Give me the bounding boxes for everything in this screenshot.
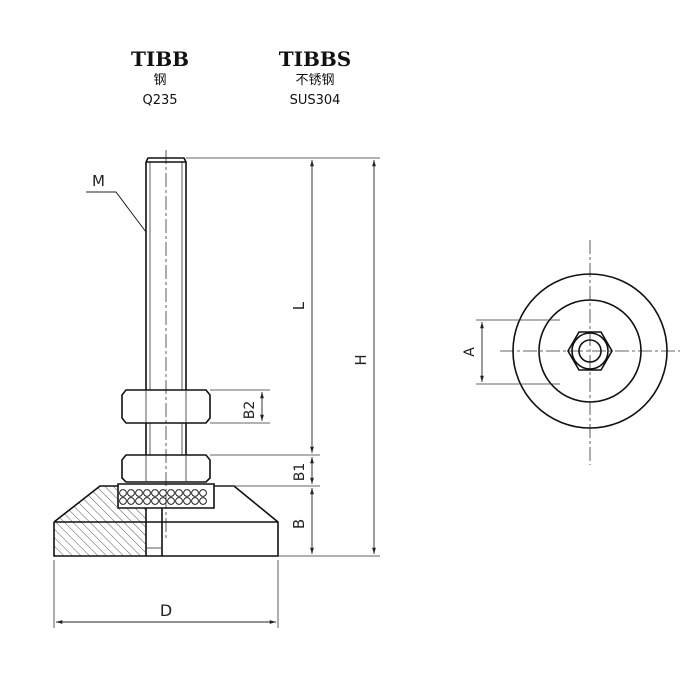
bead <box>135 497 143 505</box>
grade-label-tibb: Q235 <box>142 93 177 108</box>
bead <box>191 497 199 505</box>
grade-label-tibbs: SUS304 <box>290 93 341 108</box>
bead <box>199 497 207 505</box>
bead <box>151 497 159 505</box>
side-view: M L H B2 B1 <box>53 150 380 628</box>
dim-b1: B1 <box>292 457 314 484</box>
dim-d: D <box>56 601 276 624</box>
hex-nut-outline <box>567 331 613 371</box>
threaded-rod <box>145 157 187 455</box>
dim-label-l: L <box>290 301 308 310</box>
material-header-tibbs: TIBBS 不锈钢 SUS304 <box>279 47 352 108</box>
bead <box>119 497 127 505</box>
dim-label-a: A <box>462 347 478 357</box>
bead <box>143 489 151 497</box>
nut-chamfer-circle <box>571 332 609 370</box>
bead <box>175 497 183 505</box>
dim-label-m: M <box>92 172 105 190</box>
thread-leader: M <box>86 172 147 233</box>
dim-label-h: H <box>352 354 370 365</box>
dim-b: B <box>290 488 314 554</box>
bead <box>191 489 199 497</box>
ball-joint <box>117 483 215 509</box>
dim-l: L <box>290 160 314 453</box>
dim-a: A <box>462 319 560 385</box>
extension-lines <box>53 157 380 628</box>
bead <box>175 489 183 497</box>
dim-label-b: B <box>290 519 308 529</box>
dim-label-d: D <box>160 601 172 620</box>
top-view: A <box>462 240 680 465</box>
dim-label-b2: B2 <box>242 401 258 420</box>
lower-nut <box>121 454 211 483</box>
dim-b2: B2 <box>242 392 264 421</box>
bead <box>199 489 207 497</box>
bead <box>151 489 159 497</box>
model-label-tibb: TIBB <box>131 47 189 71</box>
dim-h: H <box>352 160 376 554</box>
bead <box>183 489 191 497</box>
bead <box>167 489 175 497</box>
rod-section-circle <box>578 339 602 363</box>
bead <box>167 497 175 505</box>
base-pad <box>53 485 279 557</box>
bead <box>183 497 191 505</box>
bead <box>119 489 127 497</box>
base-outline <box>512 273 668 429</box>
material-header-tibb: TIBB 钢 Q235 <box>131 47 189 108</box>
bead <box>127 489 135 497</box>
bead <box>159 489 167 497</box>
bead <box>135 489 143 497</box>
joint-circle <box>538 299 642 403</box>
material-label-tibb: 钢 <box>153 73 166 88</box>
model-label-tibbs: TIBBS <box>279 47 352 71</box>
bead <box>159 497 167 505</box>
material-label-tibbs: 不锈钢 <box>295 73 334 88</box>
dim-label-b1: B1 <box>292 463 308 482</box>
upper-nut <box>121 389 211 424</box>
bead <box>127 497 135 505</box>
bead <box>143 497 151 505</box>
